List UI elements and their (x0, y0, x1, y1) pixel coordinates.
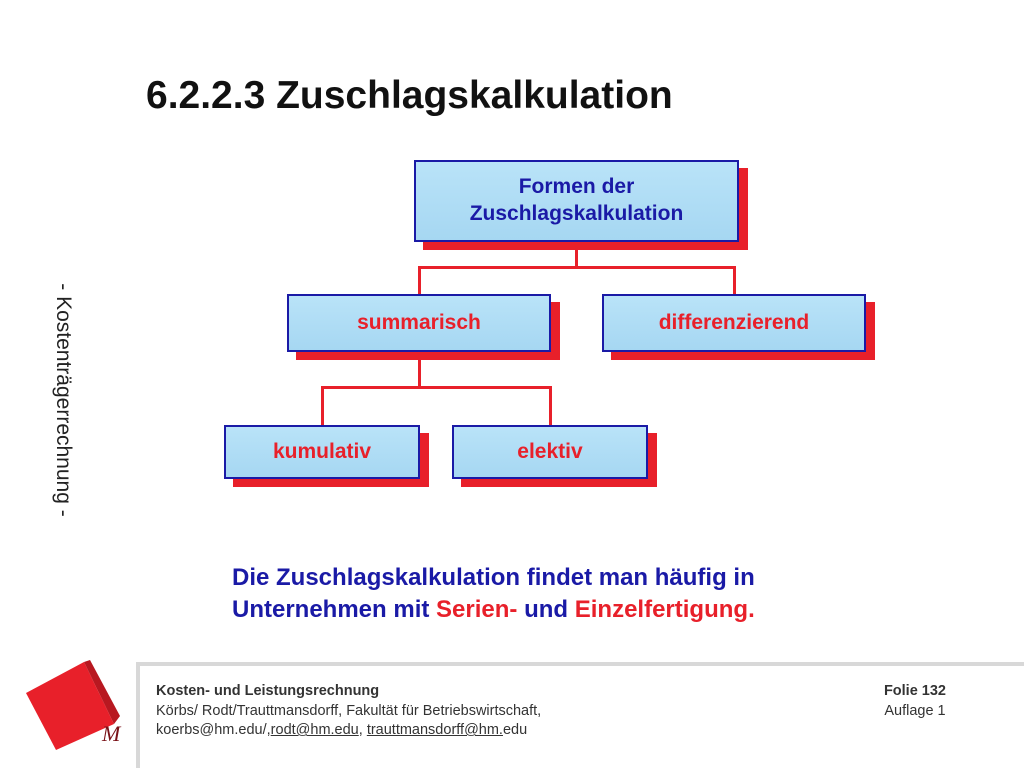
connector-to-differenzierend (733, 266, 736, 295)
side-label: - Kostenträgerrechnung - (52, 283, 75, 517)
footer-divider-left (136, 662, 140, 768)
connector-to-summarisch (418, 266, 421, 295)
footer-email-separator: , (358, 722, 367, 739)
connector-level2-horizontal (321, 386, 552, 389)
connector-root-down (575, 242, 578, 268)
statement-line2-mid: und (517, 595, 575, 623)
slide-number: Folie 132 (883, 683, 946, 699)
edition-label: Auflage 1 (884, 702, 946, 719)
footer-email-trauttmansdorff-link[interactable]: trauttmansdorff@hm. (366, 722, 503, 739)
hm-logo-icon: M (26, 660, 122, 750)
statement-highlight-einzelfertigung: Einzelfertigung. (574, 595, 755, 623)
footer-slide-info: Folie 132 Auflage 1 (884, 682, 946, 721)
node-root-line1: Formen der (518, 175, 635, 199)
footer-info: Kosten- und Leistungsrechnung Körbs/ Rod… (156, 682, 541, 741)
connector-to-elektiv (549, 386, 552, 426)
statement-highlight-serien: Serien- (436, 595, 518, 623)
footer-course: Kosten- und Leistungsrechnung (156, 683, 380, 699)
connector-level1-horizontal (418, 266, 736, 269)
footer-email-trauttmansdorff-rest: edu (502, 722, 528, 739)
connector-summarisch-down (418, 352, 421, 388)
node-kumulativ: kumulativ (224, 425, 420, 479)
slide-title: 6.2.2.3 Zuschlagskalkulation (146, 74, 673, 117)
node-elektiv: elektiv (452, 425, 648, 479)
logo-letter: M (101, 721, 122, 746)
statement-line2-prefix: Unternehmen mit (232, 595, 437, 623)
connector-to-kumulativ (321, 386, 324, 426)
statement-line2: Unternehmen mit Serien- und Einzelfertig… (232, 594, 755, 626)
footer-email-rodt-link[interactable]: rodt@hm.edu (270, 722, 359, 739)
footer-emails: koerbs@hm.edu/,rodt@hm.edu, trauttmansdo… (156, 721, 541, 741)
footer-divider-top (136, 662, 1024, 666)
statement-line1: Die Zuschlagskalkulation findet man häuf… (232, 564, 755, 591)
node-differenzierend: differenzierend (602, 294, 866, 352)
footer-email-koerbs: koerbs@hm.edu/, (156, 722, 271, 739)
node-summarisch: summarisch (287, 294, 551, 352)
footer-authors: Körbs/ Rodt/Trauttmansdorff, Fakultät fü… (156, 702, 542, 719)
node-formen-der-zuschlagskalkulation: Formen der Zuschlagskalkulation (414, 160, 739, 242)
statement-text: Die Zuschlagskalkulation findet man häuf… (232, 562, 755, 626)
node-root-line2: Zuschlagskalkulation (469, 202, 684, 225)
